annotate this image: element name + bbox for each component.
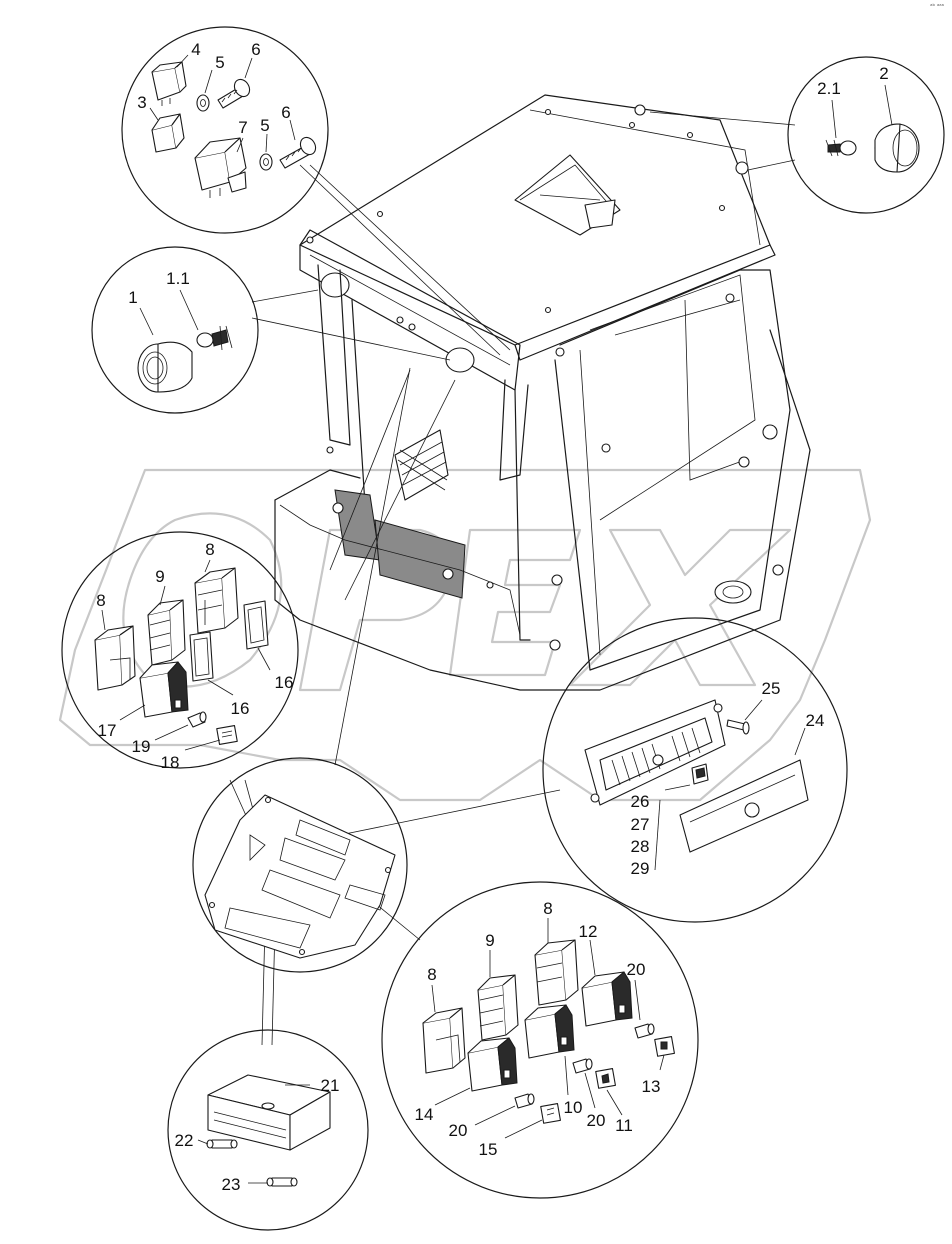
callout-4: 4 <box>191 40 200 59</box>
callout-1: 1 <box>128 288 137 307</box>
detail-circle-air-vent: 25 24 26 27 28 29 <box>542 617 848 923</box>
bulb-20c <box>514 1093 535 1109</box>
lamp-housing-1 <box>137 341 193 393</box>
callout-10: 10 <box>564 1098 583 1117</box>
switch-housing-9 <box>147 599 186 666</box>
callout-9b: 9 <box>485 931 494 950</box>
cab-body <box>274 94 811 691</box>
callout-20: 20 <box>627 960 646 979</box>
callout-3: 3 <box>137 93 146 112</box>
callout-7: 7 <box>238 118 247 137</box>
callout-9: 9 <box>155 567 164 586</box>
switch-bezel-16b <box>243 600 269 650</box>
callout-8: 8 <box>205 540 214 559</box>
rocker-switch-10 <box>524 1004 575 1059</box>
detail-circle-lamp-2: 2.1 2 <box>787 56 945 214</box>
callout-1-1: 1.1 <box>166 269 190 288</box>
detail-circle-switches-left: 9 8 8 16 16 17 19 18 <box>61 531 299 772</box>
detail-circle-relays: 4 5 6 3 7 5 6 <box>121 26 329 234</box>
callout-14: 14 <box>415 1105 434 1124</box>
callout-19: 19 <box>132 737 151 756</box>
leader-lines <box>229 111 796 1046</box>
callout-17: 17 <box>98 721 117 740</box>
callout-5: 5 <box>215 53 224 72</box>
callout-2: 2 <box>879 64 888 83</box>
callout-18: 18 <box>161 753 180 772</box>
callout-5b: 5 <box>260 116 269 135</box>
switch-frame-8-c <box>534 939 579 1006</box>
bolt-6b <box>279 136 317 169</box>
console-panel <box>204 794 396 959</box>
bolt-6a <box>217 78 251 109</box>
rocker-switch-17 <box>139 661 189 718</box>
callout-13: 13 <box>642 1077 661 1096</box>
symbol-insert-11 <box>595 1068 616 1089</box>
symbol-insert-13 <box>654 1036 675 1057</box>
detail-circle-interior-lamp: 21 22 23 <box>167 1029 369 1231</box>
switch-frame-8-left <box>94 625 136 691</box>
lamp-housing-2 <box>874 123 920 173</box>
callout-12: 12 <box>579 922 598 941</box>
callout-15: 15 <box>479 1140 498 1159</box>
callout-25: 25 <box>762 679 781 698</box>
detail-circle-console-panel <box>192 757 408 973</box>
bulb-22 <box>206 1139 238 1149</box>
bulb-20a <box>634 1023 655 1039</box>
callout-8d: 8 <box>427 965 436 984</box>
detail-circle-switches-right: 8 9 12 20 8 13 14 10 20 11 20 15 <box>381 881 699 1199</box>
callout-28: 28 <box>631 837 650 856</box>
relay-7 <box>194 137 247 198</box>
callout-16b: 16 <box>231 699 250 718</box>
vent-filter-24 <box>679 759 809 853</box>
washer-5a <box>196 94 210 112</box>
callout-24: 24 <box>806 711 825 730</box>
washer-5b <box>259 153 273 171</box>
vent-housing <box>584 699 726 806</box>
corner-mark: ᵃᵇ ᵃᵃᵃ <box>930 3 944 10</box>
interior-lamp-21 <box>207 1074 331 1151</box>
switch-frame-8-top <box>194 567 239 634</box>
callout-22: 22 <box>175 1131 194 1150</box>
callout-2-1: 2.1 <box>817 79 841 98</box>
fuse-26-29 <box>691 763 709 785</box>
callout-6: 6 <box>251 40 260 59</box>
bulb-19 <box>187 711 207 728</box>
switch-frame-8-d <box>422 1007 466 1074</box>
callout-6b: 6 <box>281 103 290 122</box>
callout-20c: 20 <box>449 1121 468 1140</box>
callout-11: 11 <box>615 1116 633 1135</box>
symbol-insert-18 <box>216 725 238 745</box>
screw-25 <box>726 719 750 735</box>
rocker-switch-14 <box>467 1037 518 1092</box>
switch-housing-9b <box>477 974 519 1041</box>
bulb-23 <box>266 1177 298 1187</box>
callout-16: 16 <box>275 673 294 692</box>
callout-8c: 8 <box>543 899 552 918</box>
callout-26: 26 <box>631 792 650 811</box>
callout-29: 29 <box>631 859 650 878</box>
relay-socket-3 <box>151 113 185 153</box>
bulb-20b <box>572 1058 593 1074</box>
callout-8b: 8 <box>96 591 105 610</box>
bulb-1-1 <box>196 325 233 351</box>
callout-23: 23 <box>222 1175 241 1194</box>
callout-21: 21 <box>321 1076 340 1095</box>
relay-4 <box>151 61 187 106</box>
switch-bezel-16a <box>189 631 214 682</box>
rocker-switch-12 <box>581 971 633 1027</box>
callout-27: 27 <box>631 815 650 834</box>
detail-circle-lamp-1: 1 1.1 <box>91 246 259 414</box>
bulb-2-1 <box>825 139 857 157</box>
callout-20b: 20 <box>587 1111 606 1130</box>
symbol-insert-15 <box>540 1103 561 1124</box>
